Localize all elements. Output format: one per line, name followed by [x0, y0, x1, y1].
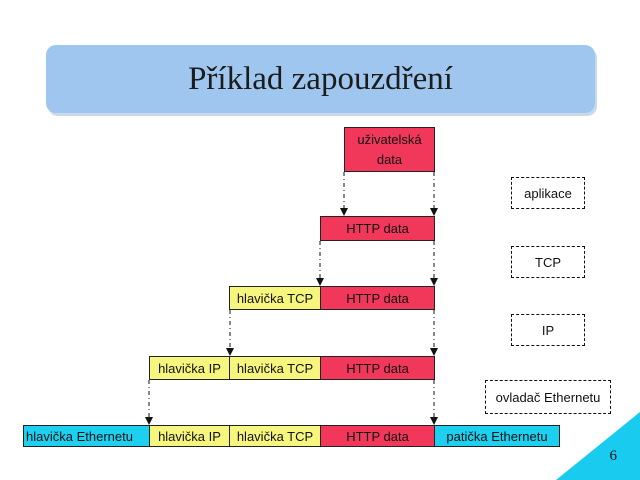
- corner-triangle: [556, 412, 640, 480]
- slide-title: Příklad zapouzdření: [188, 60, 453, 97]
- http-data-ip: HTTP data: [320, 356, 435, 380]
- legend-ip: IP: [511, 314, 585, 346]
- eth-footer: patička Ethernetu: [434, 425, 560, 447]
- legend-app: aplikace: [511, 177, 585, 209]
- tcp-header-tcp: hlavička TCP: [229, 286, 321, 310]
- user-data-box: uživatelská data: [344, 127, 435, 172]
- legend-tcp: TCP: [511, 246, 585, 278]
- http-data-app: HTTP data: [320, 216, 435, 241]
- ip-header-eth: hlavička IP: [149, 425, 230, 447]
- user-data-line1: uživatelská: [357, 131, 422, 147]
- page-number: 6: [609, 448, 618, 464]
- ip-header-ip: hlavička IP: [149, 356, 230, 380]
- user-data-line2: data: [376, 151, 403, 167]
- legend-eth: ovladač Ethernetu: [485, 380, 611, 414]
- tcp-header-eth: hlavička TCP: [229, 425, 321, 447]
- eth-header: hlavička Ethernetu: [23, 425, 150, 447]
- http-data-eth: HTTP data: [320, 425, 435, 447]
- title-bar: Příklad zapouzdření: [46, 45, 595, 113]
- tcp-header-ip: hlavička TCP: [229, 356, 321, 380]
- http-data-tcp: HTTP data: [320, 286, 435, 310]
